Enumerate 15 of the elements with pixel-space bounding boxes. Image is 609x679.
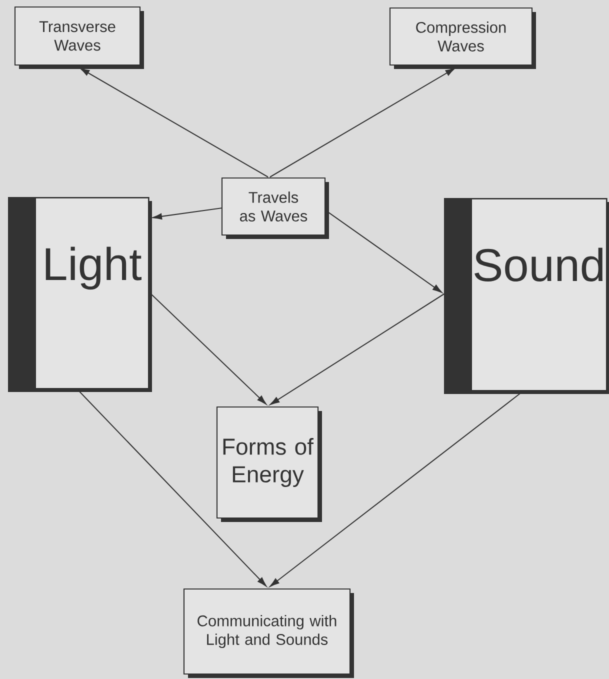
concept-box: Compression Waves bbox=[389, 7, 536, 69]
arrow bbox=[328, 212, 442, 293]
arrow bbox=[150, 292, 266, 405]
concept-box: Transverse Waves bbox=[14, 6, 144, 69]
concept-box: Communicating with Light and Sounds bbox=[183, 588, 354, 678]
arrow bbox=[270, 294, 444, 405]
arrow bbox=[270, 68, 455, 178]
arrow bbox=[80, 68, 268, 178]
concept-box: Forms of Energy bbox=[216, 406, 322, 522]
topic-box: Sound bbox=[444, 198, 609, 394]
arrow bbox=[152, 207, 222, 220]
topic-box: Light bbox=[8, 197, 152, 392]
arrow bbox=[270, 392, 522, 587]
concept-box: Travels as Waves bbox=[221, 177, 329, 239]
arrow bbox=[78, 390, 266, 586]
